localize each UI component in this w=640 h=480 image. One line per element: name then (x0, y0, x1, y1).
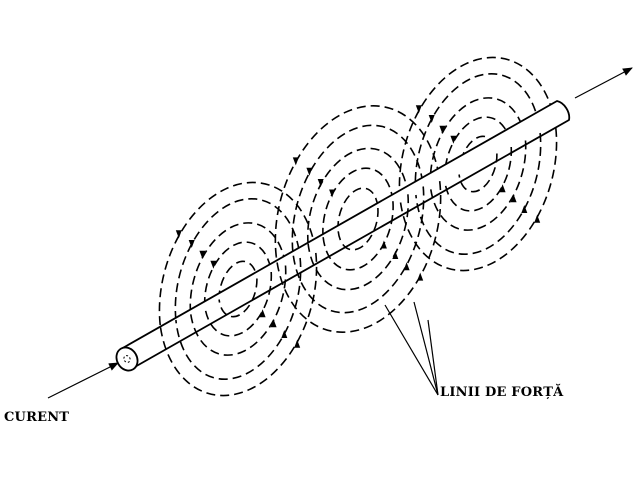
field-line-back-g2-r2 (322, 167, 394, 237)
field-lines-back (158, 56, 557, 326)
field-line-back-g3-r2 (443, 116, 512, 182)
field-arrow-g2-r3-2 (392, 251, 399, 259)
current-in-arrow (47, 362, 119, 399)
field-line-back-g1-r2 (203, 241, 272, 307)
field-lines-front (159, 127, 558, 397)
field-line-front-g3-r5 (399, 127, 558, 272)
field-line-front-g2-r3 (307, 194, 410, 291)
label-leader-lines (384, 301, 439, 396)
field-arrow-g1-r3-1 (199, 250, 206, 259)
field-line-front-g2-r4 (292, 186, 425, 314)
field-line-front-g3-r2 (444, 146, 513, 212)
field-arrow-g3-r4-1 (428, 115, 435, 123)
field-line-front-g1-r2 (204, 271, 273, 337)
field-line-front-g3-r1 (458, 153, 498, 193)
leader-line-1 (384, 304, 439, 396)
conductor (115, 100, 571, 372)
field-line-front-g1-r1 (218, 278, 258, 318)
field-arrow-g2-r3-1 (317, 179, 324, 187)
field-line-back-g1-r1 (218, 260, 258, 300)
field-arrow-g1-r5-1 (175, 230, 182, 239)
field-line-back-g2-r4 (291, 124, 424, 252)
field-line-front-g2-r2 (322, 201, 394, 271)
field-arrow-g1-r3-2 (270, 319, 277, 328)
field-arrow-g3-r2-1 (450, 135, 457, 144)
leader-line-3 (427, 319, 439, 396)
field-arrow-g1-r4-1 (188, 240, 195, 248)
field-arrow-g3-r5-2 (534, 214, 541, 223)
field-arrow-g2-r5-2 (417, 272, 424, 281)
field-lines-label: LINII DE FORȚĂ (440, 385, 564, 400)
field-arrow-g3-r4-2 (521, 205, 528, 213)
field-arrow-g2-r4-1 (306, 167, 313, 176)
field-arrow-g2-r2-1 (329, 189, 336, 198)
field-arrow-g1-r5-2 (294, 339, 301, 348)
field-line-front-g1-r5 (159, 252, 318, 397)
field-line-front-g2-r5 (275, 181, 442, 333)
conductor-end-face (115, 346, 139, 372)
field-line-back-g2-r1 (337, 187, 379, 231)
field-line-front-g3-r3 (429, 140, 527, 231)
field-arrow-g3-r3-2 (510, 194, 517, 203)
field-line-back-g1-r5 (158, 181, 317, 326)
field-line-back-g1-r3 (189, 222, 287, 313)
field-line-back-g2-r3 (306, 147, 409, 244)
field-arrow-g1-r4-2 (281, 330, 288, 338)
field-line-back-g3-r5 (398, 56, 557, 201)
field-arrow-g1-r2-1 (210, 260, 217, 269)
field-arrow-g1-r2-2 (259, 309, 266, 318)
field-arrow-g3-r3-1 (439, 125, 446, 134)
leader-line-2 (413, 301, 439, 396)
current-label: CURENT (4, 410, 70, 425)
field-line-front-g2-r1 (337, 207, 379, 251)
field-arrow-g2-r2-2 (380, 240, 387, 249)
field-line-front-g1-r4 (175, 257, 302, 380)
conductor-body (120, 100, 571, 369)
field-direction-arrows (175, 105, 541, 348)
field-arrow-g2-r4-2 (403, 262, 410, 271)
field-line-front-g3-r4 (415, 132, 542, 255)
field-line-back-g3-r3 (429, 97, 527, 188)
field-arrow-g2-r5-1 (292, 157, 299, 166)
field-line-back-g3-r4 (414, 73, 541, 196)
current-out-arrow (574, 67, 633, 99)
field-line-front-g1-r3 (189, 265, 287, 356)
field-arrow-g3-r2-2 (499, 184, 506, 193)
field-line-back-g1-r4 (174, 198, 301, 321)
conductor-end-core (123, 355, 131, 363)
field-arrow-g3-r5-1 (415, 105, 422, 114)
field-line-back-g2-r5 (274, 105, 441, 257)
